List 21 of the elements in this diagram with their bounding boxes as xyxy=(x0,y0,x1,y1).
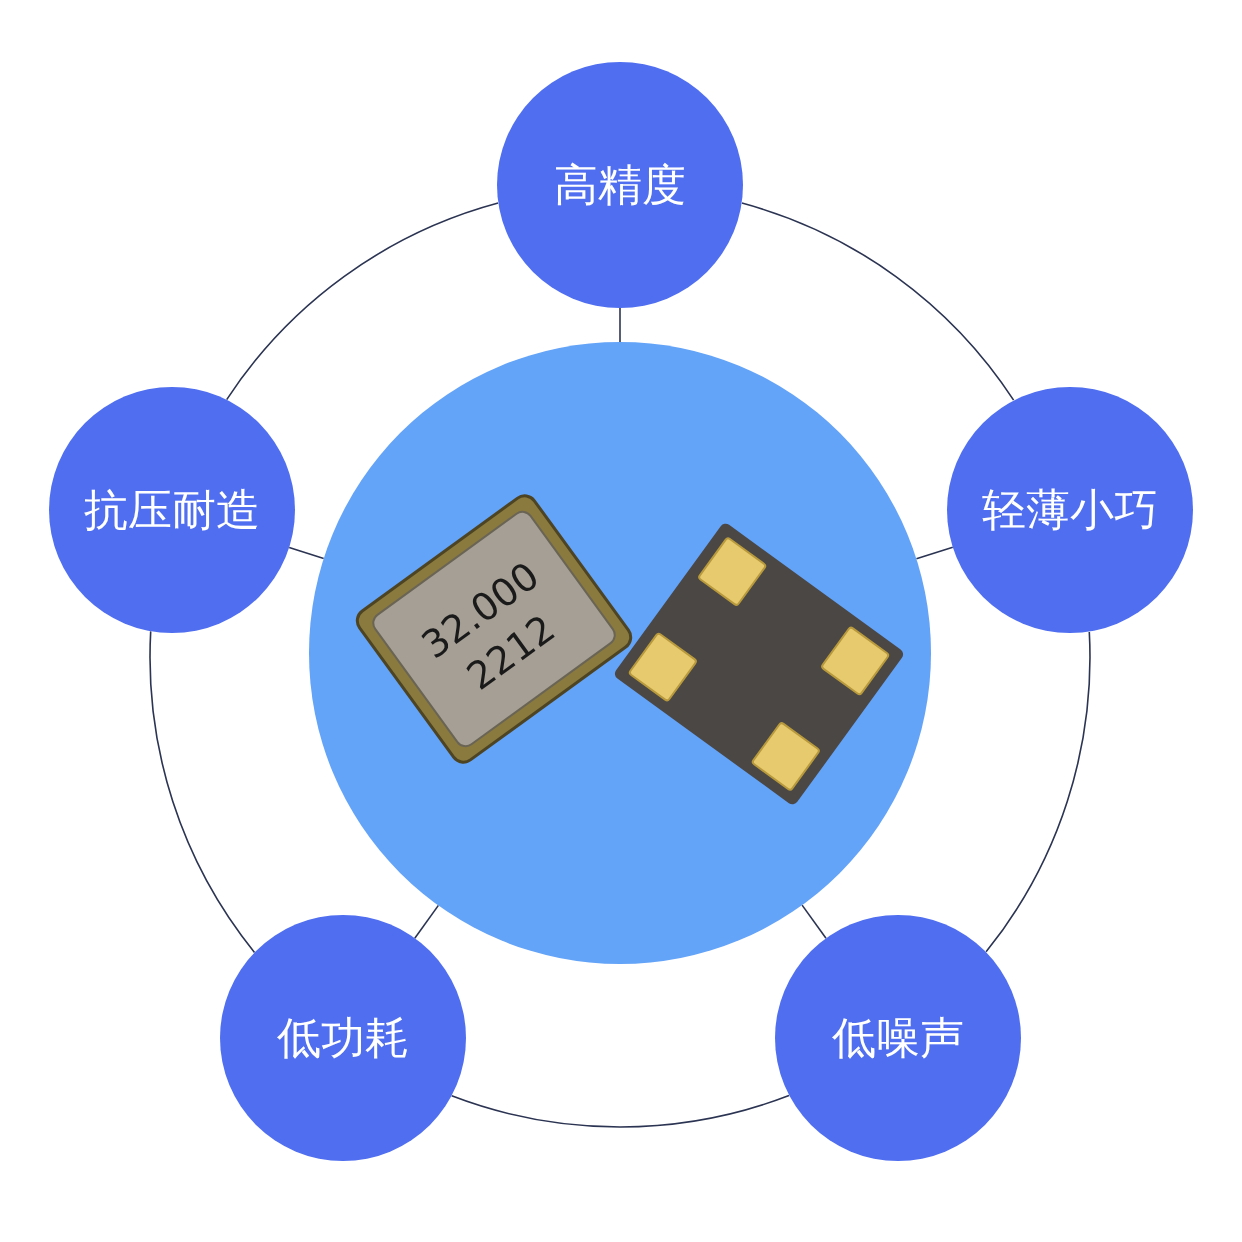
feature-label: 高精度 xyxy=(554,157,686,212)
feature-label: 轻薄小巧 xyxy=(982,482,1158,537)
feature-label: 抗压耐造 xyxy=(84,482,260,537)
ring-arc xyxy=(741,202,1015,401)
connector-line xyxy=(801,904,827,940)
connector-line xyxy=(915,546,954,560)
ring-arc xyxy=(225,202,499,401)
feature-circle xyxy=(947,387,1193,633)
feature-circle xyxy=(220,915,466,1161)
feature-circle xyxy=(49,387,295,633)
connector-line xyxy=(414,904,440,939)
feature-label: 低噪声 xyxy=(832,1010,964,1065)
feature-label: 低功耗 xyxy=(277,1010,409,1065)
feature-circle xyxy=(497,62,743,308)
connector-line xyxy=(619,307,621,343)
ring-arc xyxy=(985,631,1091,953)
ring-arc xyxy=(450,1094,790,1128)
connector-line xyxy=(288,546,325,560)
feature-circle xyxy=(775,915,1021,1161)
center-circle xyxy=(309,342,931,964)
ring-arc xyxy=(149,630,256,954)
